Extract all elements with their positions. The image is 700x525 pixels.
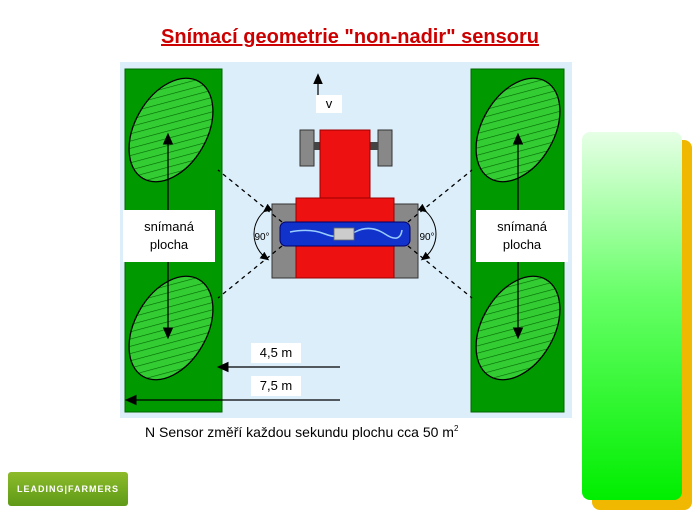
sensor-beam-right-bottom xyxy=(407,245,473,299)
sensor-beam-right-top xyxy=(407,169,473,223)
velocity-label: v xyxy=(316,95,342,113)
logo-text: LEADING|FARMERS xyxy=(16,484,120,494)
left-area-label-line1: snímaná xyxy=(144,219,194,234)
side-panel xyxy=(582,132,682,500)
caption-superscript: 2 xyxy=(453,424,459,433)
angle-arc-right xyxy=(417,203,437,261)
sensor-center-box xyxy=(333,227,355,241)
left-top-ellipse xyxy=(128,77,214,183)
distance-long-label: 7,5 m xyxy=(259,378,293,393)
leading-farmers-logo: LEADING|FARMERS xyxy=(8,472,128,506)
tractor-front-wheel-right xyxy=(377,129,393,167)
sensor-beam-left-bottom xyxy=(217,245,283,299)
left-label-box xyxy=(123,210,215,262)
angle-left-label: 90° xyxy=(254,232,270,243)
right-label-box xyxy=(476,210,568,262)
right-area-label-line1: snímaná xyxy=(497,219,547,234)
left-area-label-line2: plocha xyxy=(149,237,189,252)
caption: N Sensor změří každou sekundu plochu cca… xyxy=(145,424,458,440)
tractor-hood xyxy=(319,129,371,201)
sensor-wave xyxy=(289,227,403,239)
distance-short-label: 4,5 m xyxy=(259,345,293,360)
slide-title: Snímací geometrie "non-nadir" sensoru xyxy=(161,26,539,48)
distance-short-label-box xyxy=(251,343,301,363)
right-top-ellipse xyxy=(475,77,561,183)
caption-text: N Sensor změří každou sekundu plochu cca… xyxy=(145,424,454,440)
angle-arc-left xyxy=(253,203,273,261)
right-area-label-line2: plocha xyxy=(502,237,542,252)
angle-right-label: 90° xyxy=(419,232,435,243)
sensor-geometry-diagram: v snímaná plocha snímaná plocha 90° 90° … xyxy=(120,62,572,418)
distance-long-label-box xyxy=(251,376,301,396)
tractor-front-wheel-left xyxy=(299,129,315,167)
sensor-beam-left-top xyxy=(217,169,283,223)
